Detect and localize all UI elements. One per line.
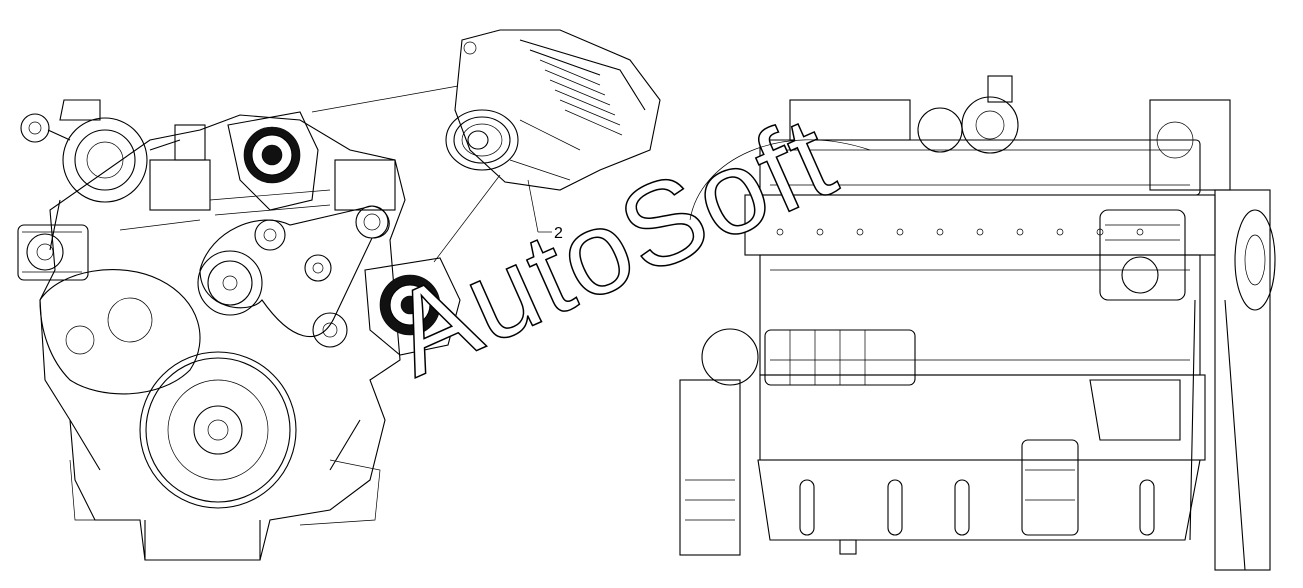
starter-motor xyxy=(701,328,916,386)
callout-number: 2 xyxy=(554,225,563,242)
bolt-row xyxy=(776,228,1144,236)
engine-front-view xyxy=(17,99,406,561)
watermark-swoosh xyxy=(689,139,871,221)
alternator-inset xyxy=(445,29,661,191)
air-compressor-front xyxy=(17,224,89,281)
flywheel xyxy=(139,351,297,509)
sump-slots xyxy=(799,479,1155,536)
engine-side-view xyxy=(679,75,1276,571)
air-compressor-side xyxy=(1099,209,1186,301)
alternator-fins xyxy=(539,59,623,136)
alternator-front-upper xyxy=(227,111,319,211)
watermark-text: AutoSoft xyxy=(372,91,854,402)
callout-2: 2 xyxy=(527,179,563,242)
alternator-front-lower xyxy=(364,257,461,356)
turbocharger xyxy=(20,99,181,251)
